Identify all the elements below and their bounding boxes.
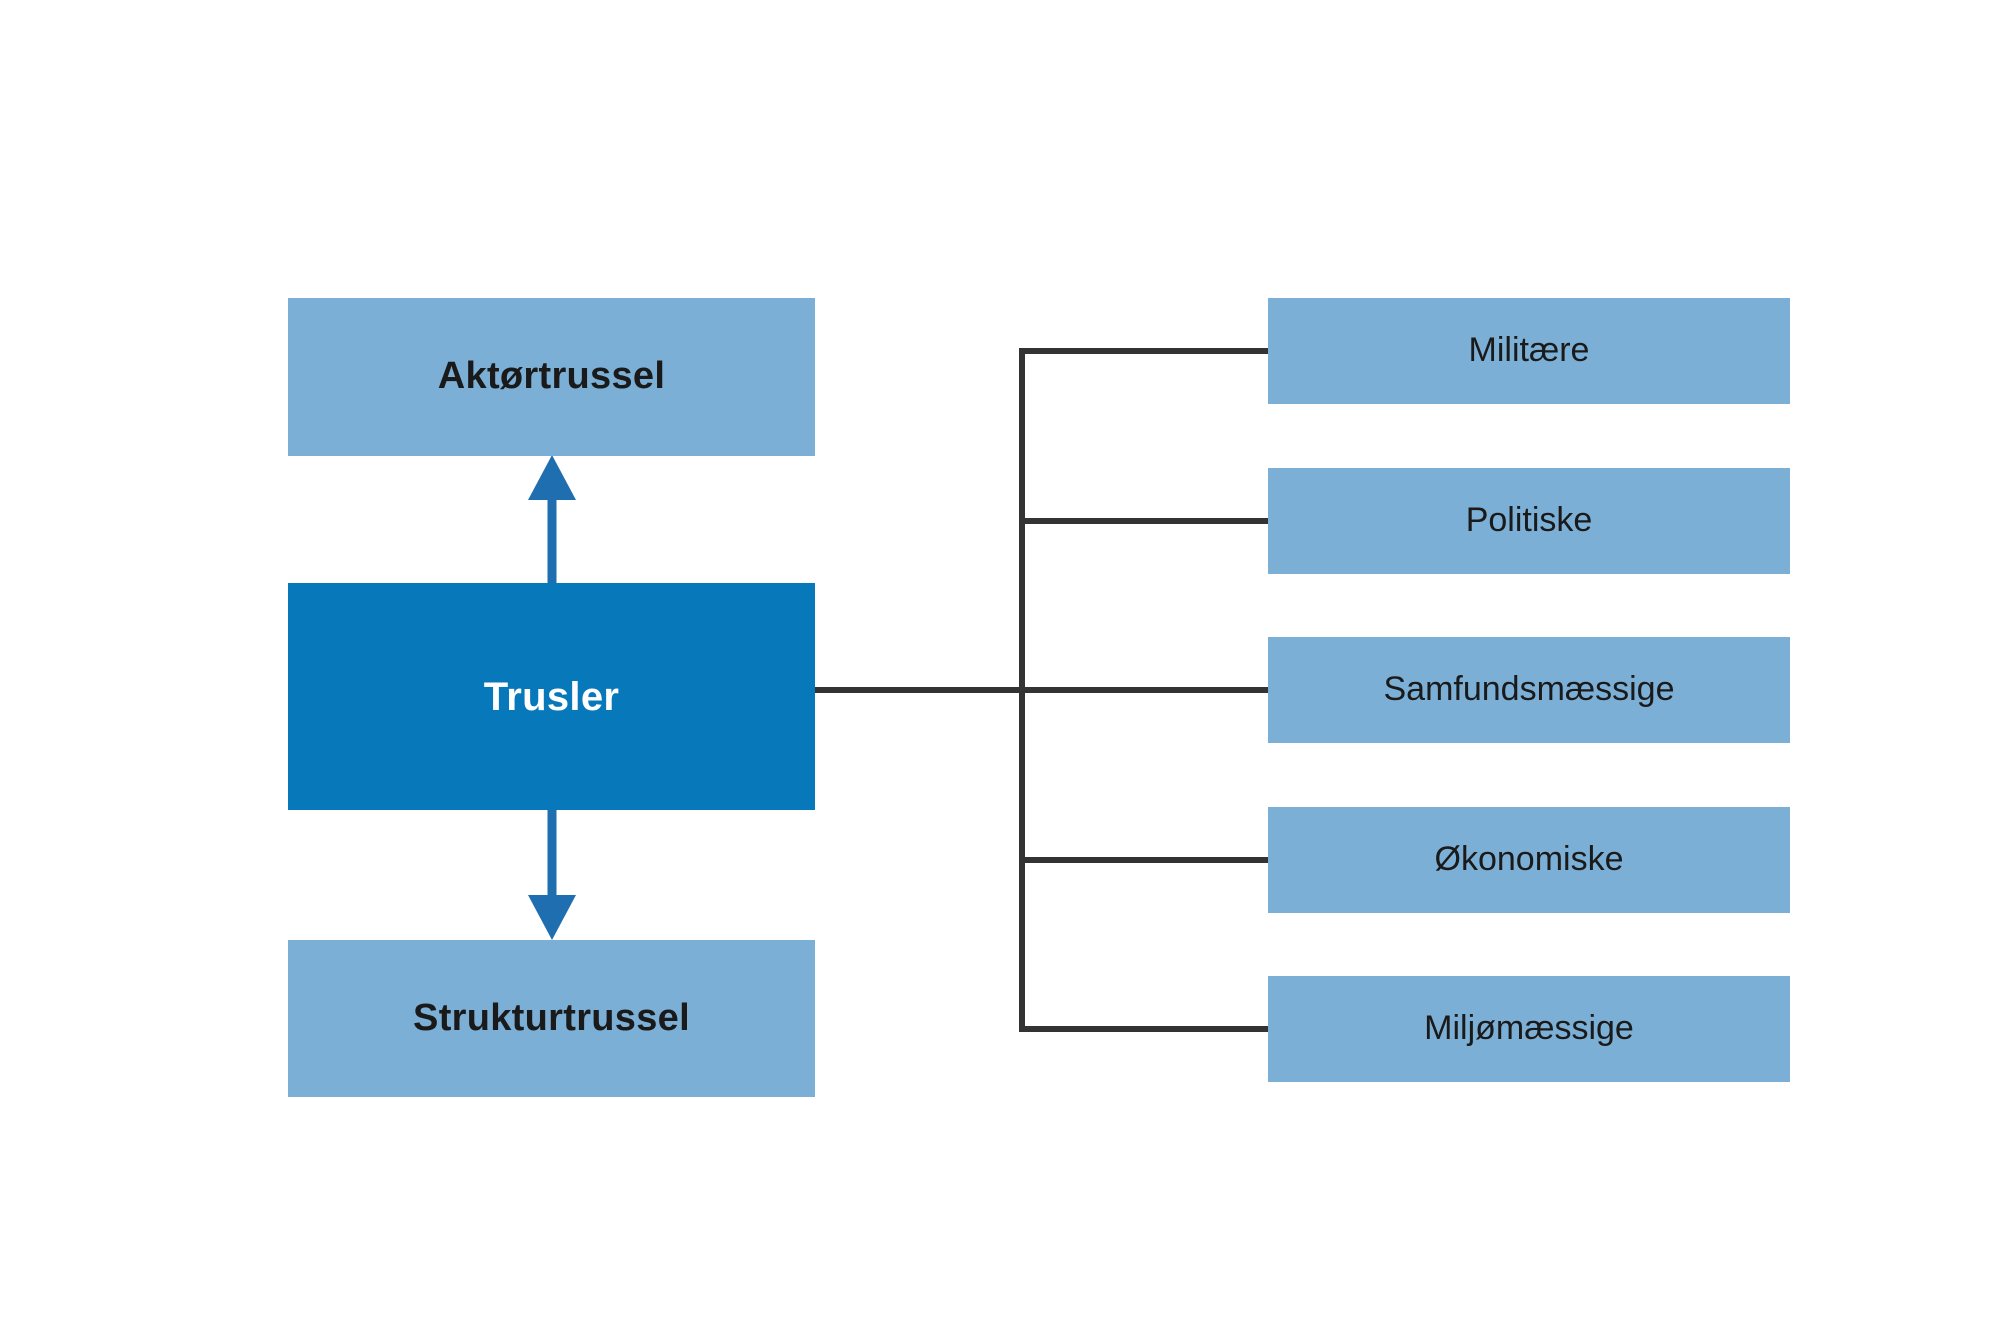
node-miljoemaessige[interactable]: Miljømæssige — [1268, 976, 1790, 1082]
node-politiske-label: Politiske — [1465, 501, 1593, 540]
node-strukturtrussel-label: Strukturtrussel — [413, 996, 690, 1039]
node-militaere[interactable]: Militære — [1268, 298, 1790, 404]
node-militaere-label: Militære — [1468, 331, 1590, 370]
arrow-down-trusler-to-strukturtrussel — [528, 810, 576, 940]
node-samfundsmaessige-label: Samfundsmæssige — [1383, 670, 1675, 709]
node-aktortrussel-label: Aktørtrussel — [437, 355, 666, 398]
node-miljoemaessige-label: Miljømæssige — [1424, 1009, 1634, 1048]
node-politiske[interactable]: Politiske — [1268, 468, 1790, 574]
node-trusler-label: Trusler — [483, 674, 620, 719]
arrow-up-trusler-to-aktortrussel — [528, 455, 576, 583]
node-strukturtrussel[interactable]: Strukturtrussel — [288, 940, 815, 1097]
node-oekonomiske-label: Økonomiske — [1434, 840, 1624, 879]
node-trusler[interactable]: Trusler — [288, 583, 815, 810]
node-oekonomiske[interactable]: Økonomiske — [1268, 807, 1790, 913]
node-aktortrussel[interactable]: Aktørtrussel — [288, 298, 815, 456]
bracket-trusler-to-categories — [812, 348, 1271, 1032]
node-samfundsmaessige[interactable]: Samfundsmæssige — [1268, 637, 1790, 743]
